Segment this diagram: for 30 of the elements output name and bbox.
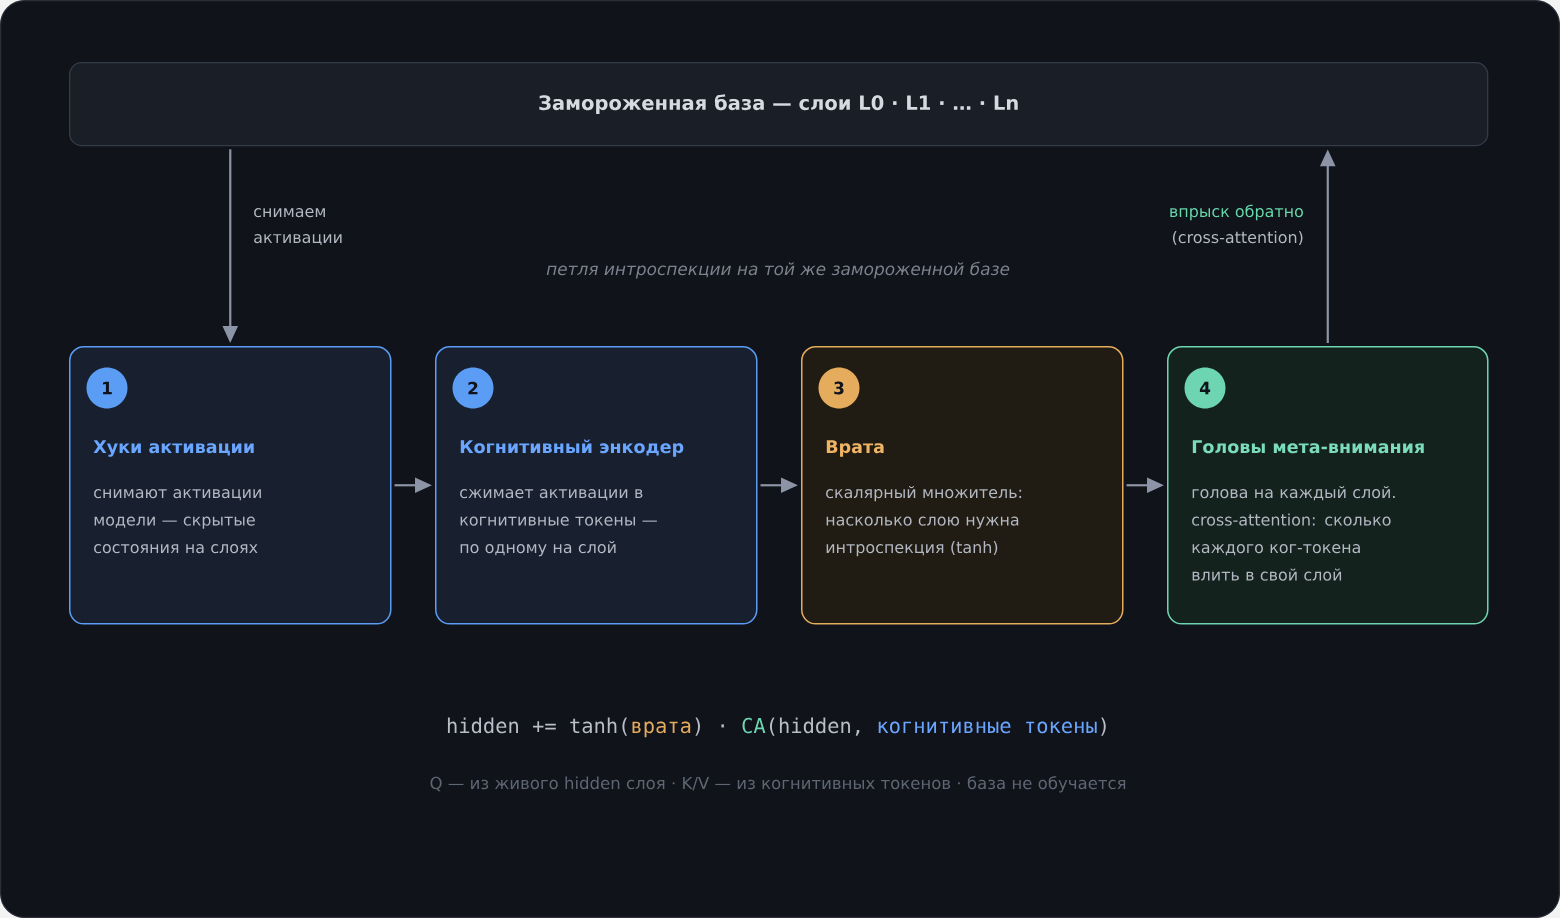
number-badge: 4	[1184, 367, 1226, 409]
number-badge: 3	[818, 367, 860, 409]
label: hidden += tanh(	[447, 717, 627, 736]
box-heading: Хуки активации	[93, 440, 254, 457]
label: )	[1101, 717, 1106, 736]
process-box	[801, 346, 1124, 625]
process-box	[69, 346, 392, 625]
process-box	[435, 346, 758, 625]
wide-box: Замороженная база — слои L0 · L1 · … · Ln	[69, 62, 1489, 147]
process-box	[1167, 346, 1489, 625]
label: ) ·	[695, 717, 724, 736]
formula: hidden += tanh( врата ) · CA (hidden, когнитивные токены )	[447, 717, 1106, 738]
label: врата	[632, 721, 691, 738]
number-badge: 1	[86, 367, 128, 409]
edge-label: впрыск обратно	[1170, 204, 1303, 221]
label: CA	[742, 717, 766, 734]
box-heading: Головы мета-внимания	[1192, 440, 1424, 454]
box-text: сжимает активации в когнитивные токены — по одному на слой	[460, 489, 657, 557]
box-heading: Когнитивный энкодер	[460, 439, 684, 457]
box-heading: Врата	[826, 440, 884, 457]
note-text: петля интроспекции на той же замороженной базе	[546, 261, 1010, 279]
footnote: Q — из живого hidden слоя · K/V — из когнитивных токенов · база не обучается	[430, 776, 1126, 793]
box-text: голова на каждый слой. cross-attention: сколько каждого ког-токена влить в свой слой	[1192, 485, 1395, 581]
label: когнитивные токены	[878, 721, 1097, 734]
edge-label: снимаем активации	[254, 208, 342, 246]
number-badge: 2	[452, 367, 494, 409]
annotation: (cross-attention)	[1172, 230, 1303, 246]
label: (hidden,	[769, 717, 860, 736]
box-text: скалярный множитель: насколько слою нужна интроспекция (tanh)	[826, 485, 1022, 557]
box-text: снимают активации модели — скрытые состояния на слоях	[94, 489, 261, 554]
